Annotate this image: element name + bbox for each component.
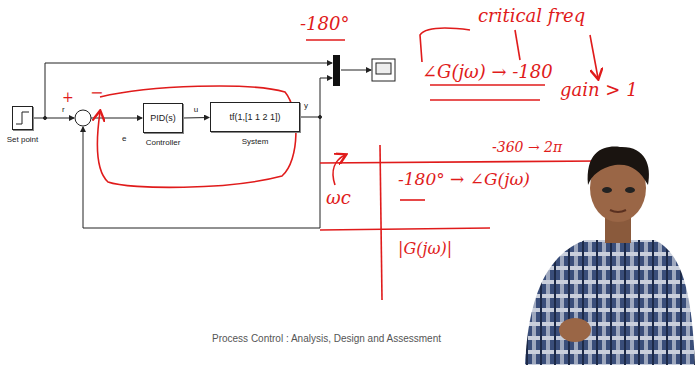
block-outline <box>12 106 33 130</box>
handwritten-note: -180° <box>300 14 349 34</box>
handwritten-note: -360 → 2π <box>492 140 562 155</box>
block-outline: tf(1,[1 1 2 1]) <box>210 102 300 132</box>
footer-caption: Process Control : Analysis, Design and A… <box>212 333 441 344</box>
step-icon <box>15 110 30 126</box>
signal-name: e <box>122 135 126 144</box>
handwritten-note: ∠G(jω) → -180 <box>422 62 553 82</box>
handwritten-sign: − <box>90 84 103 102</box>
presenter-figure <box>525 147 695 365</box>
signal-wires <box>33 63 371 228</box>
transfer-function-block: tf(1,[1 1 2 1])System <box>210 102 300 132</box>
handwritten-note: critical freq <box>478 6 585 26</box>
scope-block <box>372 59 395 81</box>
step-block: Set point <box>12 106 33 130</box>
signal-name: y <box>304 102 308 111</box>
sum-junction <box>75 110 91 126</box>
signal-name: r <box>62 106 65 115</box>
block-caption: Set point <box>7 135 39 144</box>
handwritten-sign: + <box>62 90 74 105</box>
handwritten-note: |G(jω)| <box>398 240 452 258</box>
handwritten-note: ωc <box>326 188 351 208</box>
block-text: tf(1,[1 1 2 1]) <box>229 112 280 122</box>
block-caption: System <box>242 137 269 146</box>
handwritten-strokes <box>97 28 600 300</box>
signal-name: u <box>194 106 198 115</box>
signal-connector <box>183 117 209 119</box>
block-text: PID(s) <box>150 113 176 123</box>
block-caption: Controller <box>146 138 181 147</box>
handwritten-note: -180° → ∠G(jω) <box>398 170 530 189</box>
handwritten-note: gain > 1 <box>560 80 638 100</box>
mux-bar <box>333 55 340 86</box>
pid-block: PID(s)Controller <box>143 103 183 133</box>
block-outline: PID(s) <box>143 103 183 133</box>
